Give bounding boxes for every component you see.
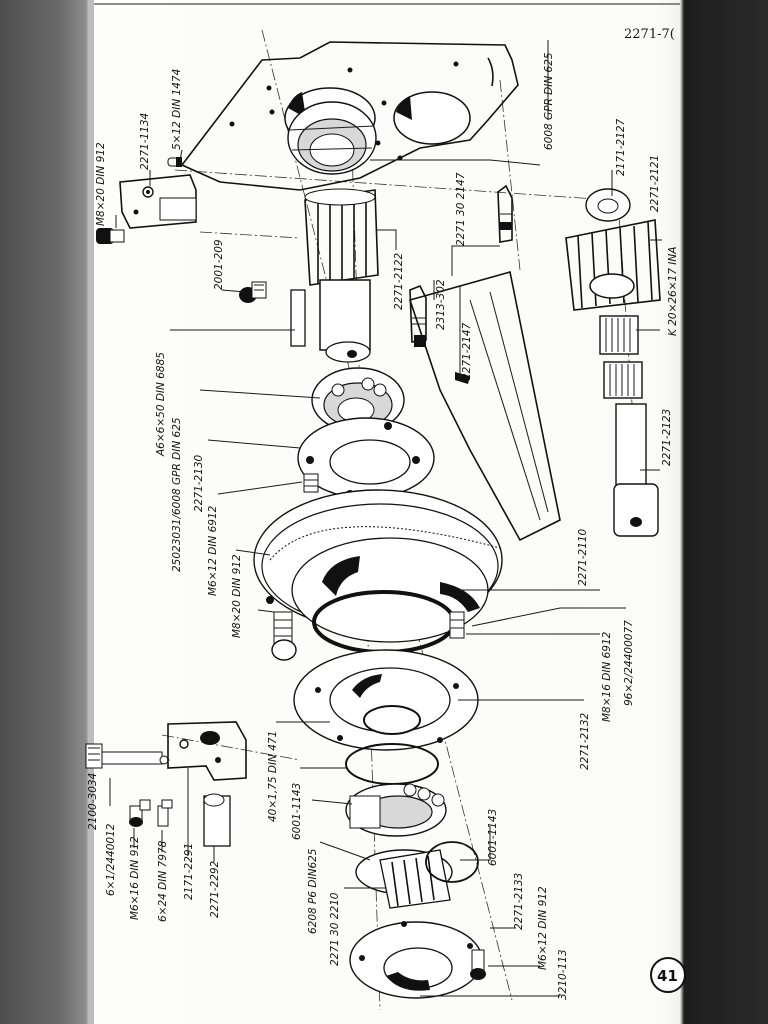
label-2313-302: 2313-302 [435, 279, 447, 330]
label-2271-2130: 2271-2130 [193, 454, 205, 512]
screw-2001-209 [239, 281, 267, 303]
leader-lines [109, 40, 662, 997]
label-m8x20-top: M8×20 DIN 912 [95, 142, 107, 226]
label-6001-1143-left: 6001-1143 [291, 783, 303, 840]
label-2271-30-2210: 2271 30 2210 [329, 892, 341, 966]
label-3210-113: 3210-113 [557, 949, 569, 1000]
label-2271-2110: 2271-2110 [577, 528, 589, 586]
label-2271-1134: 2271-1134 [139, 113, 151, 170]
screw-m8x20-dial [266, 596, 297, 661]
shaft-2271-2123 [613, 403, 659, 537]
scan-edge [88, 0, 94, 1024]
label-96x2: 96×2/24400077 [623, 620, 635, 706]
page-number: 41 [657, 967, 678, 985]
label-k20-ina: K 20×26×17 INA [667, 247, 679, 336]
gear-shaft [304, 188, 379, 363]
bearing-6001 [345, 783, 447, 837]
block-2171-2291 [167, 721, 247, 781]
label-2271-2123: 2271-2123 [661, 409, 673, 466]
dial-ring-2271-2110 [253, 489, 503, 643]
screw-m6x12-flange [303, 473, 319, 493]
label-2271-2122: 2271-2122 [393, 252, 405, 310]
end-cover-2271-2133 [349, 921, 483, 999]
bearing-6008 [287, 101, 377, 175]
label-5x12-din1474: 5×12 DIN 1474 [171, 69, 183, 150]
bearing-25023031 [311, 367, 405, 433]
flange-2271-2130 [297, 417, 435, 499]
label-m6x16-din912: M6×16 DIN 912 [129, 836, 141, 920]
pin-6x24 [157, 799, 173, 827]
part-labels: M8×20 DIN 912 2271-1134 5×12 DIN 1474 60… [87, 52, 679, 1000]
bushing-2171-2127 [585, 188, 631, 222]
pinion-shaft [355, 841, 479, 909]
page-number-badge: 41 [650, 957, 686, 993]
pin-2271-2292 [203, 793, 231, 847]
gib-plate [408, 270, 561, 542]
label-40x175-din471: 40×1,75 DIN 471 [267, 731, 279, 822]
document-number: 2271-7( [624, 27, 675, 42]
label-m6x12-din912: M6×12 DIN 912 [537, 886, 549, 970]
housing-flange-2271-2132 [293, 649, 479, 751]
label-2271-30-2147: 2271 30 2147 [455, 172, 467, 246]
label-2271-2133: 2271-2133 [513, 873, 525, 930]
key-a6x6x50 [290, 289, 306, 347]
needle-bearings-k20 [599, 315, 643, 399]
label-6208-p6: 6208 P6 DIN625 [307, 848, 319, 934]
label-2171-2127: 2171-2127 [615, 118, 627, 176]
label-6x24-din7978: 6×24 DIN 7978 [157, 840, 169, 922]
label-2271-2121: 2271-2121 [649, 155, 661, 212]
label-m8x16-din6912: M8×16 DIN 6912 [601, 631, 613, 722]
label-2001-209: 2001-209 [213, 239, 225, 290]
screw-m6x16 [129, 799, 151, 827]
label-2271-2147: 2271-2147 [461, 322, 473, 380]
pin-2271-30-2147 [497, 184, 513, 243]
label-m6x12-din6912: M6×12 DIN 6912 [207, 505, 219, 596]
label-6x1-2440012: 6×1/2440012 [105, 823, 117, 896]
screw-m8x16 [449, 611, 465, 639]
label-2100-3034: 2100-3034 [87, 773, 99, 830]
label-2271-2132: 2271-2132 [579, 712, 591, 770]
screw-m6x12-cover [470, 949, 486, 980]
screw-m8x20-top [96, 228, 125, 244]
label-m8x20-din912: M8×20 DIN 912 [231, 554, 243, 638]
label-6001-1143-right: 6001-1143 [487, 809, 499, 866]
gear-2271-2121 [565, 219, 661, 311]
label-2271-2292: 2271-2292 [209, 860, 221, 918]
label-a6x6x50: A6×6×50 DIN 6885 [155, 352, 167, 457]
clamp-block [119, 174, 197, 229]
label-25023031: 25023031/6008 GPR DIN 625 [171, 417, 183, 572]
pin-2313-302 [409, 284, 427, 347]
shaft-2100-3034 [85, 743, 169, 769]
label-6008-gpr-top: 6008 GPR DIN 625 [543, 52, 555, 150]
pin-5x12 [167, 157, 182, 167]
label-2171-2291: 2171-2291 [183, 843, 195, 900]
